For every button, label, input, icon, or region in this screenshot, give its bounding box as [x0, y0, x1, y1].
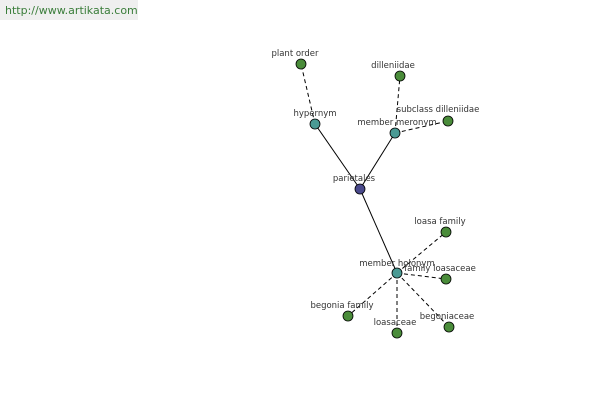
graph-nodes [295, 58, 455, 339]
node-family-loasaceae[interactable] [440, 273, 452, 285]
edge-parietales-member-holonym [359, 188, 398, 274]
node-begonia-family[interactable] [342, 310, 354, 322]
node-member-meronym[interactable] [389, 127, 401, 139]
graph-edges [300, 63, 450, 333]
edge-holonym-family-loasaceae [396, 272, 447, 280]
edge-parietales-hypernym [314, 123, 361, 190]
node-loasaceae[interactable] [391, 327, 403, 339]
label-begoniaceae[interactable]: begoniaceae [420, 312, 475, 322]
node-parietales[interactable] [354, 183, 366, 195]
label-parietales[interactable]: parietales [333, 174, 376, 184]
edge-parietales-member-meronym [359, 132, 396, 190]
node-dilleniidae[interactable] [394, 70, 406, 82]
edge-meronym-subclass-dilleniidae [394, 120, 449, 134]
edge-holonym-loasa-family [396, 231, 447, 274]
label-member-holonym[interactable]: member holonym [359, 259, 434, 269]
edge-holonym-begoniaceae [396, 272, 450, 328]
label-subclass-dilleniidae[interactable]: subclass dilleniidae [397, 105, 480, 115]
edge-holonym-begonia-family [347, 272, 398, 317]
label-loasa-family[interactable]: loasa family [414, 217, 465, 227]
url-banner: http://www.artikata.com [0, 0, 138, 20]
edge-hypernym-plant-order [300, 63, 316, 125]
node-plant-order[interactable] [295, 58, 307, 70]
node-loasa-family[interactable] [440, 226, 452, 238]
label-family-loasaceae[interactable]: family loasaceae [404, 264, 476, 274]
node-member-holonym[interactable] [391, 267, 403, 279]
node-begoniaceae[interactable] [443, 321, 455, 333]
node-hypernym[interactable] [309, 118, 321, 130]
node-subclass-dilleniidae[interactable] [442, 115, 454, 127]
label-begonia-family[interactable]: begonia family [310, 301, 373, 311]
label-member-meronym[interactable]: member meronym [357, 118, 436, 128]
graph-labels: parietales hypernym member meronym membe… [271, 49, 479, 328]
label-dilleniidae[interactable]: dilleniidae [371, 61, 415, 71]
edge-meronym-dilleniidae [394, 75, 401, 134]
label-plant-order[interactable]: plant order [271, 49, 319, 59]
label-loasaceae[interactable]: loasaceae [374, 318, 417, 328]
site-url[interactable]: http://www.artikata.com [5, 4, 138, 17]
label-hypernym[interactable]: hypernym [293, 109, 336, 119]
